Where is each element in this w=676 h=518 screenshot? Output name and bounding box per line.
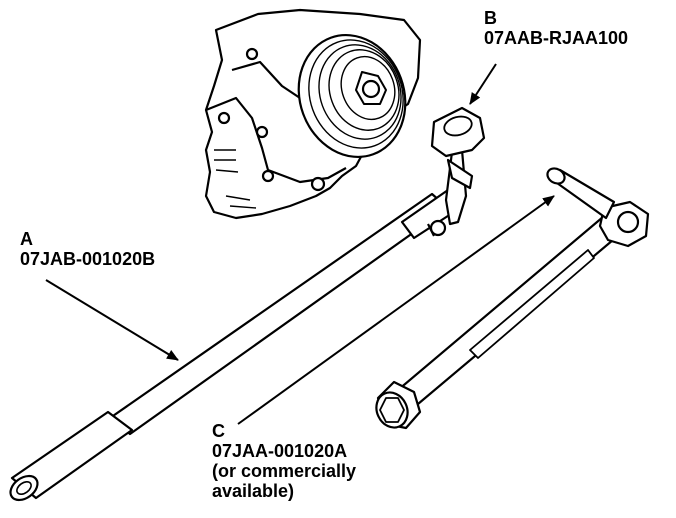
bolt-2 <box>255 125 269 139</box>
engine-with-pulley <box>204 8 422 220</box>
engine-bracket <box>231 60 301 99</box>
tool-a-handle-bar <box>9 188 456 502</box>
label-c-part-number: 07JAA-001020A <box>212 441 348 461</box>
extension-end <box>546 167 566 185</box>
engine-housing-lower <box>205 96 347 184</box>
crankshaft-pulley <box>297 33 407 159</box>
bolt-5 <box>245 47 259 61</box>
label-c-letter: C <box>212 421 225 441</box>
mount-pin-shank <box>427 223 435 237</box>
wrench-socket-hex <box>379 397 405 423</box>
label-a: A 07JAB-001020B <box>20 229 155 269</box>
arrow-a <box>45 279 179 361</box>
label-a-letter: A <box>20 229 33 249</box>
tool-b-pulley-holder <box>430 106 486 226</box>
bolt-1 <box>217 111 231 125</box>
holder-socket-opening <box>443 115 473 137</box>
label-b-part-number: 07AAB-RJAA100 <box>484 28 629 48</box>
engine-fins <box>214 149 257 209</box>
pulley-bolt-head <box>361 79 381 99</box>
label-b-letter: B <box>484 8 497 28</box>
ratchet-pivot <box>616 210 640 234</box>
holder-arm-bend <box>446 158 474 190</box>
label-b: B 07AAB-RJAA100 <box>484 8 628 48</box>
leader-arrows <box>45 63 555 425</box>
label-c-note-line1: (or commercially <box>212 461 357 481</box>
bolt-3 <box>261 169 275 183</box>
wrench-handle-slot <box>469 249 595 359</box>
handle-end <box>9 474 39 502</box>
arrow-b <box>469 63 497 105</box>
arrow-c <box>237 195 555 425</box>
tool-c-socket-wrench <box>375 167 650 430</box>
label-a-part-number: 07JAB-001020B <box>20 249 156 269</box>
label-c-note-line2: available) <box>212 481 295 501</box>
handle-end-inner <box>16 480 32 496</box>
bolt-4 <box>310 176 326 192</box>
label-c: C 07JAA-001020A (or commercially availab… <box>212 421 356 501</box>
